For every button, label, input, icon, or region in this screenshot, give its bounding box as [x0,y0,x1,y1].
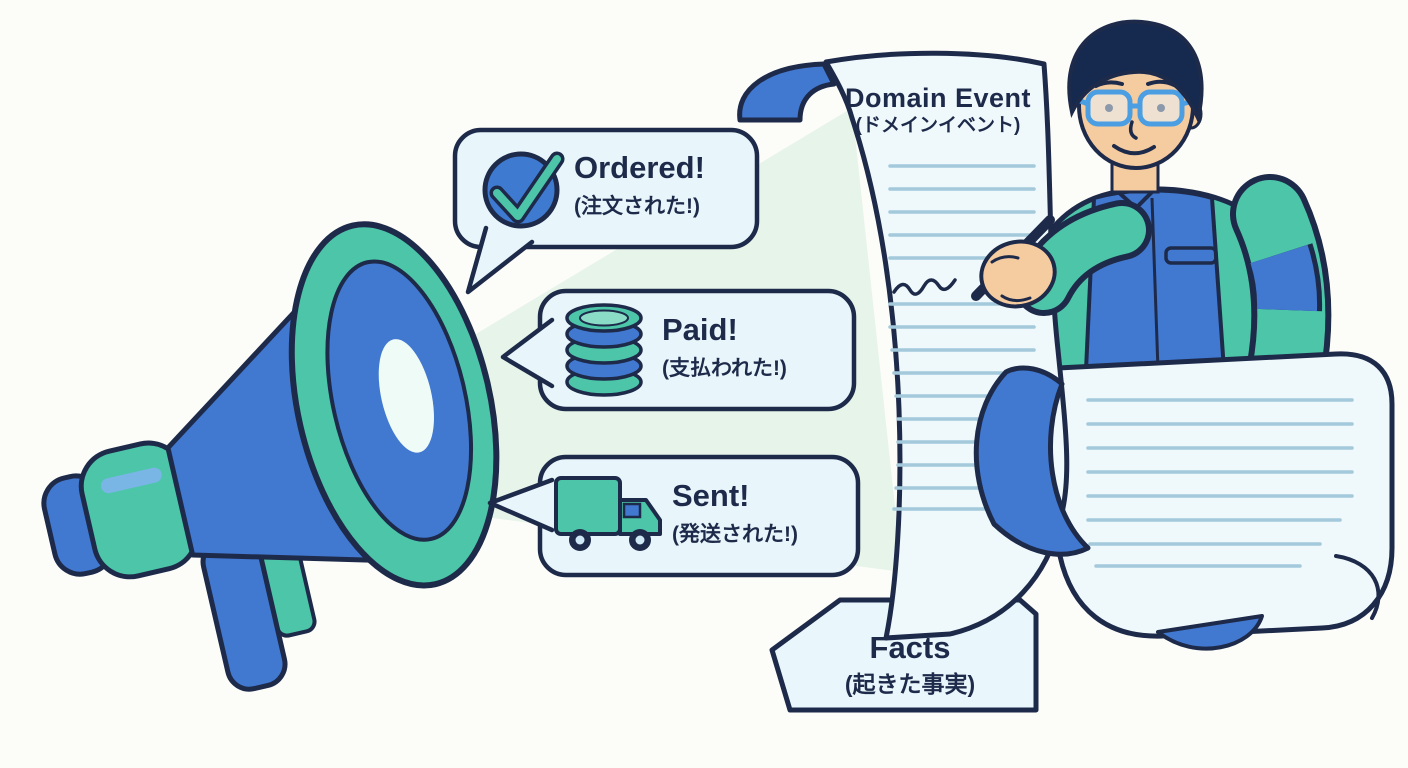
person-smile [1112,144,1156,156]
scroll-top-curl [737,61,837,123]
event-sent-ja: (発送された!) [672,523,798,546]
event-paid-ja: (支払われた!) [662,357,787,380]
event-ordered-en: Ordered! [574,150,705,185]
speech-bubble-ordered [452,127,760,295]
jacket-pocket [1164,246,1218,265]
speech-bubble-sent [487,454,861,578]
writing-arm [971,200,1152,316]
scroll-horizontal-sheet [1051,351,1395,651]
megaphone-bell-core [378,339,434,453]
bubble-tail [500,317,555,389]
sheet-blue-fold [1156,614,1264,651]
person-nose [1128,120,1138,140]
jacket-zipper [1150,197,1160,371]
event-paid-en: Paid! [662,312,738,347]
check-circle-icon [482,151,565,229]
sheet-ruled-lines [1086,398,1354,568]
event-sent-en: Sent! [672,478,750,513]
hand-thumb [1000,294,1032,303]
hand-knuckles [990,255,1020,264]
event-ordered-ja: (注文された!) [574,195,700,218]
facts-caption-en: Facts [869,630,951,665]
megaphone [41,221,500,692]
bubble-tail [487,477,555,533]
scroll-title-en: Domain Event [844,83,1032,113]
glasses-icon [1077,89,1194,127]
signature-squiggle [892,278,957,296]
megaphone-highlight [100,467,162,494]
delivery-truck-icon [554,476,662,551]
sleeve-armband-fill [1250,244,1318,312]
facts-caption-ja: (起きた事実) [844,671,976,697]
person [1015,19,1332,412]
coin-stack-icon [565,303,643,397]
scroll-bend-fold [973,365,1091,557]
scroll-title-ja: (ドメインイベント) [855,115,1021,136]
speech-bubble-paid [500,288,857,412]
sheet-end-curl [1334,554,1381,620]
bubble-tail [465,225,535,295]
person-hair [1067,19,1204,125]
